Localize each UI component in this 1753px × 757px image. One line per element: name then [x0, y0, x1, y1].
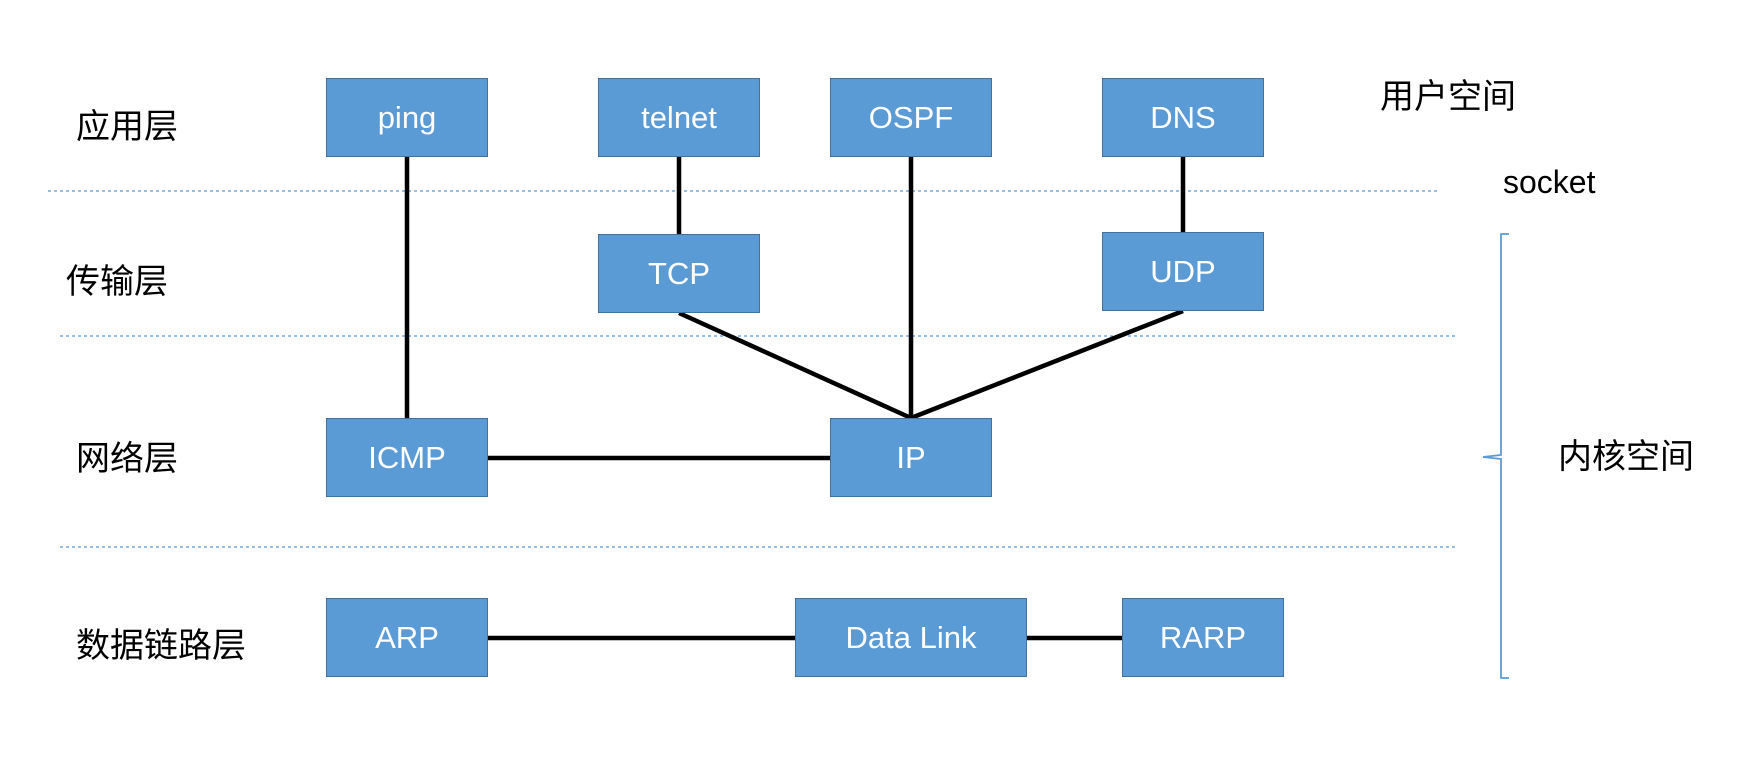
protocol-label-dns: DNS — [1150, 99, 1216, 135]
protocol-box-telnet: telnet — [598, 78, 760, 157]
protocol-label-udp: UDP — [1150, 253, 1216, 289]
protocol-box-ip: IP — [830, 418, 992, 497]
protocol-box-rarp: RARP — [1122, 598, 1284, 677]
layer-label-datalink: 数据链路层 — [76, 626, 246, 666]
kernel-space-label: 内核空间 — [1558, 437, 1694, 477]
layer-label-network: 网络层 — [76, 439, 178, 479]
protocol-label-rarp: RARP — [1159, 619, 1247, 655]
protocol-box-udp: UDP — [1102, 232, 1264, 311]
connector-tcp-ip — [678, 310, 912, 421]
protocol-label-ospf: OSPF — [868, 99, 954, 135]
user-space-label: 用户空间 — [1380, 77, 1516, 117]
protocol-box-icmp: ICMP — [326, 418, 488, 497]
layer-label-application: 应用层 — [76, 107, 178, 147]
protocol-label-ip: IP — [896, 439, 926, 475]
protocol-label-datalink: Data Link — [845, 619, 977, 655]
layer-label-transport: 传输层 — [66, 262, 168, 302]
protocol-label-ping: ping — [377, 99, 437, 135]
protocol-box-datalink: Data Link — [795, 598, 1027, 677]
connector-udp-ip — [910, 308, 1184, 421]
protocol-label-arp: ARP — [375, 619, 439, 655]
protocol-box-ping: ping — [326, 78, 488, 157]
protocol-box-tcp: TCP — [598, 234, 760, 313]
protocol-box-dns: DNS — [1102, 78, 1264, 157]
protocol-label-icmp: ICMP — [368, 439, 446, 475]
kernel-space-brace — [1482, 233, 1509, 679]
socket-label: socket — [1503, 164, 1596, 200]
protocol-label-tcp: TCP — [648, 255, 710, 291]
protocol-label-telnet: telnet — [641, 99, 717, 135]
protocol-box-ospf: OSPF — [830, 78, 992, 157]
protocol-box-arp: ARP — [326, 598, 488, 677]
